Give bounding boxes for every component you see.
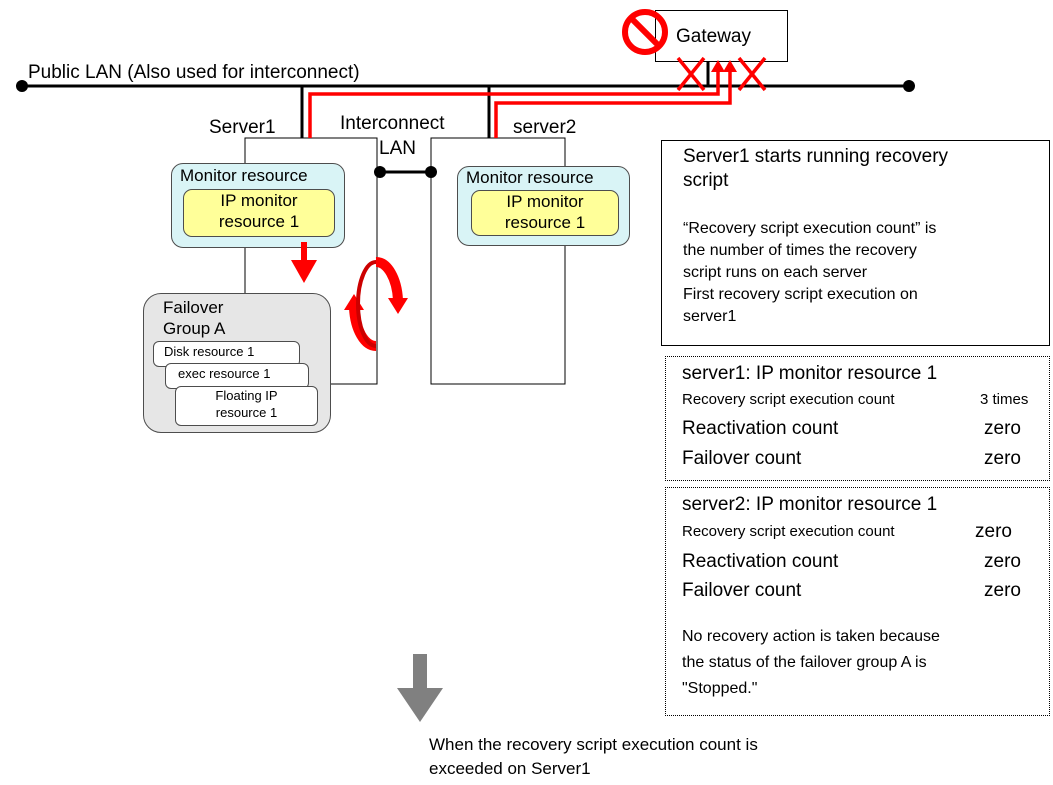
floating-ip-resource-line1: Floating IP xyxy=(215,388,278,403)
server2-ip-monitor-line1: IP monitor xyxy=(506,192,584,211)
server1-ip-monitor-line2: resource 1 xyxy=(218,212,300,231)
prohibited-icon xyxy=(622,9,668,55)
server2-note-line: "Stopped." xyxy=(682,680,758,697)
server2-counts-panel: server2: IP monitor resource 1 Recovery … xyxy=(665,487,1050,716)
server2-recovery-count-label: Recovery script execution count xyxy=(682,523,895,540)
server2-reactivation-count-label: Reactivation count xyxy=(682,551,839,572)
gateway-label: Gateway xyxy=(676,26,751,47)
public-lan-label: Public LAN (Also used for interconnect) xyxy=(28,62,360,83)
server1-recovery-count-label: Recovery script execution count xyxy=(682,391,895,408)
server2-monitor-title: Monitor resource xyxy=(466,168,594,187)
server1-ip-monitor-resource xyxy=(183,189,335,237)
server1-label: Server1 xyxy=(209,117,276,138)
server1-counts-panel: server1: IP monitor resource 1 Recovery … xyxy=(665,356,1050,481)
server2-label: server2 xyxy=(513,117,577,138)
interconnect-label-line1: Interconnect xyxy=(340,113,445,134)
server2-ip-monitor-resource xyxy=(471,190,619,236)
red-down-arrow-icon xyxy=(291,242,317,283)
public-lan-right-node xyxy=(903,80,915,92)
server2-note-line: the status of the failover group A is xyxy=(682,654,927,671)
server2-failover-count-label: Failover count xyxy=(682,580,802,601)
next-step-line2: exceeded on Server1 xyxy=(429,759,591,778)
info-box: Server1 starts running recovery script “… xyxy=(661,140,1050,346)
info-title-line1: Server1 starts running recovery xyxy=(683,146,949,167)
gateway-box xyxy=(655,10,788,62)
failover-group-title-line2: Group A xyxy=(163,319,226,338)
info-body-line: script runs on each server xyxy=(683,264,868,281)
server1-failover-count-value: zero xyxy=(984,448,1021,469)
next-step-line1: When the recovery script execution count… xyxy=(429,735,758,754)
cross-mark-right xyxy=(737,56,767,92)
interconnect-left-node xyxy=(374,166,386,178)
server2-recovery-count-value: zero xyxy=(975,521,1012,542)
server1-ip-monitor-line1: IP monitor xyxy=(220,191,298,210)
server2-note-line: No recovery action is taken because xyxy=(682,628,940,645)
gray-down-arrow-icon xyxy=(397,654,443,722)
info-body-line: First recovery script execution on xyxy=(683,286,918,303)
server2-route-red xyxy=(494,68,732,138)
server2-counts-title: server2: IP monitor resource 1 xyxy=(682,494,938,515)
server1-monitor-title: Monitor resource xyxy=(180,166,308,185)
route-arrowhead-1 xyxy=(711,60,725,72)
server1-route-red xyxy=(308,68,720,138)
info-body-line: the number of times the recovery xyxy=(683,242,917,259)
route-arrowhead-2 xyxy=(723,60,737,72)
server1-recovery-count-value: 3 times xyxy=(980,391,1029,408)
interconnect-right-node xyxy=(425,166,437,178)
circular-refresh-arrows-icon xyxy=(344,256,408,352)
public-lan-left-node xyxy=(16,80,28,92)
exec-resource-label: exec resource 1 xyxy=(178,366,271,381)
floating-ip-resource-box xyxy=(175,386,318,426)
server2-reactivation-count-value: zero xyxy=(984,551,1021,572)
interconnect-label-line2: LAN xyxy=(379,138,416,160)
info-title-line2: script xyxy=(683,170,729,191)
server1-reactivation-count-label: Reactivation count xyxy=(682,418,839,439)
info-body-line: server1 xyxy=(683,308,737,325)
server1-counts-title: server1: IP monitor resource 1 xyxy=(682,363,938,384)
server1-failover-count-label: Failover count xyxy=(682,448,802,469)
disk-resource-label: Disk resource 1 xyxy=(164,344,255,359)
server2-failover-count-value: zero xyxy=(984,580,1021,601)
server1-reactivation-count-value: zero xyxy=(984,418,1021,439)
failover-group-title-line1: Failover xyxy=(163,298,224,317)
info-body-line: “Recovery script execution count” is xyxy=(683,220,937,237)
server2-frame xyxy=(430,137,566,385)
cross-mark-left xyxy=(676,56,706,92)
floating-ip-resource-line2: resource 1 xyxy=(215,405,278,420)
exec-resource-box xyxy=(165,363,309,389)
server2-ip-monitor-line2: resource 1 xyxy=(504,213,586,232)
